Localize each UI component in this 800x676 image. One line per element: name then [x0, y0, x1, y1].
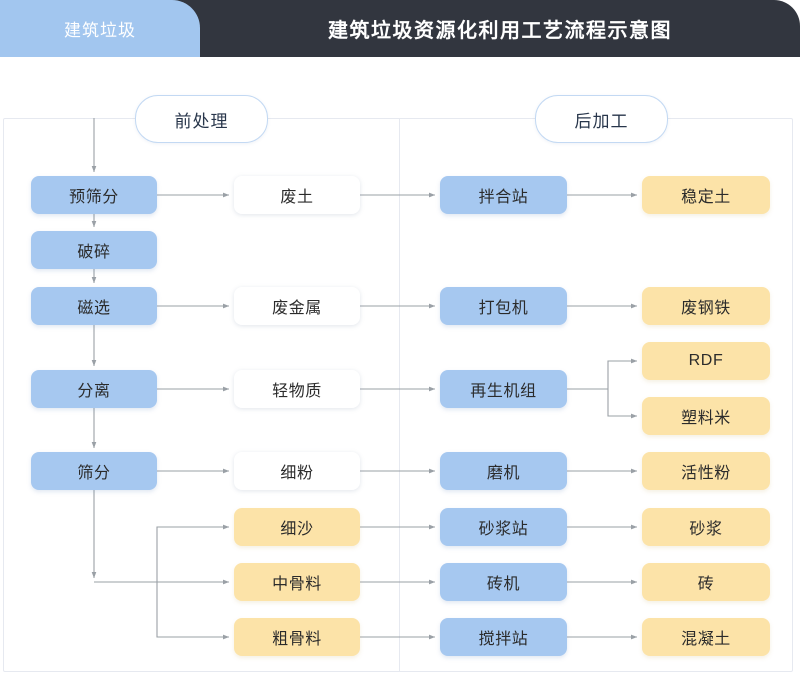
node-product-stabilized-soil[interactable]: 稳定土	[642, 176, 770, 214]
node-label: 筛分	[77, 465, 111, 482]
stage-chip-post-label: 后加工	[574, 111, 629, 131]
node-label: 塑料米	[681, 410, 731, 427]
node-label: 细粉	[280, 465, 314, 482]
header-tab[interactable]: 建筑垃圾	[0, 0, 200, 57]
node-label: 粗骨料	[272, 631, 322, 648]
node-equipment-brick-machine[interactable]: 砖机	[440, 563, 567, 601]
node-equipment-baler[interactable]: 打包机	[440, 287, 567, 325]
node-label: 破碎	[77, 244, 111, 261]
node-material-fine-sand[interactable]: 细沙	[234, 508, 360, 546]
node-label: 磨机	[486, 465, 521, 482]
node-process-crush[interactable]: 破碎	[31, 231, 157, 269]
node-label: 细沙	[280, 521, 314, 538]
node-product-active-powder[interactable]: 活性粉	[642, 452, 770, 490]
stage-chip-post[interactable]: 后加工	[535, 95, 668, 143]
node-material-waste-soil[interactable]: 废土	[234, 176, 360, 214]
node-label: 分离	[77, 383, 111, 400]
node-label: RDF	[688, 352, 724, 369]
node-label: 预筛分	[69, 189, 119, 206]
node-product-scrap-steel[interactable]: 废钢铁	[642, 287, 770, 325]
node-label: 轻物质	[272, 383, 322, 400]
node-label: 废金属	[272, 300, 322, 317]
node-material-fine-powder[interactable]: 细粉	[234, 452, 360, 490]
node-label: 混凝土	[681, 631, 731, 648]
page-title: 建筑垃圾资源化利用工艺流程示意图	[328, 20, 672, 42]
node-equipment-mixing-plant[interactable]: 拌合站	[440, 176, 567, 214]
node-label: 砖机	[486, 576, 521, 593]
section-divider	[399, 118, 400, 672]
node-label: 废钢铁	[681, 300, 731, 317]
header-bar: 建筑垃圾 建筑垃圾资源化利用工艺流程示意图	[0, 0, 800, 57]
node-process-prescreen[interactable]: 预筛分	[31, 176, 157, 214]
node-material-medium-aggregate[interactable]: 中骨料	[234, 563, 360, 601]
node-label: 稳定土	[681, 189, 731, 206]
node-material-light-substance[interactable]: 轻物质	[234, 370, 360, 408]
node-equipment-batching-plant[interactable]: 搅拌站	[440, 618, 567, 656]
stage-chip-pre[interactable]: 前处理	[135, 95, 268, 143]
node-label: 磁选	[77, 300, 111, 317]
node-product-plastic-pellet[interactable]: 塑料米	[642, 397, 770, 435]
node-equipment-regeneration-unit[interactable]: 再生机组	[440, 370, 567, 408]
node-material-waste-metal[interactable]: 废金属	[234, 287, 360, 325]
node-process-magnetic-separation[interactable]: 磁选	[31, 287, 157, 325]
node-label: 拌合站	[478, 189, 529, 206]
node-label: 砂浆站	[478, 521, 529, 538]
node-process-screening[interactable]: 筛分	[31, 452, 157, 490]
node-label: 打包机	[478, 300, 529, 317]
node-label: 活性粉	[681, 465, 731, 482]
node-label: 中骨料	[272, 576, 322, 593]
node-label: 再生机组	[470, 383, 537, 400]
node-product-brick[interactable]: 砖	[642, 563, 770, 601]
node-product-rdf[interactable]: RDF	[642, 342, 770, 380]
header-tab-label: 建筑垃圾	[64, 21, 136, 40]
node-label: 搅拌站	[478, 631, 529, 648]
stage-chip-pre-label: 前处理	[174, 111, 229, 131]
node-material-coarse-aggregate[interactable]: 粗骨料	[234, 618, 360, 656]
node-product-concrete[interactable]: 混凝土	[642, 618, 770, 656]
node-process-separation[interactable]: 分离	[31, 370, 157, 408]
node-product-mortar[interactable]: 砂浆	[642, 508, 770, 546]
node-equipment-mill[interactable]: 磨机	[440, 452, 567, 490]
node-label: 砂浆	[689, 521, 723, 538]
node-equipment-mortar-plant[interactable]: 砂浆站	[440, 508, 567, 546]
node-label: 废土	[280, 189, 314, 206]
node-label: 砖	[697, 576, 715, 593]
